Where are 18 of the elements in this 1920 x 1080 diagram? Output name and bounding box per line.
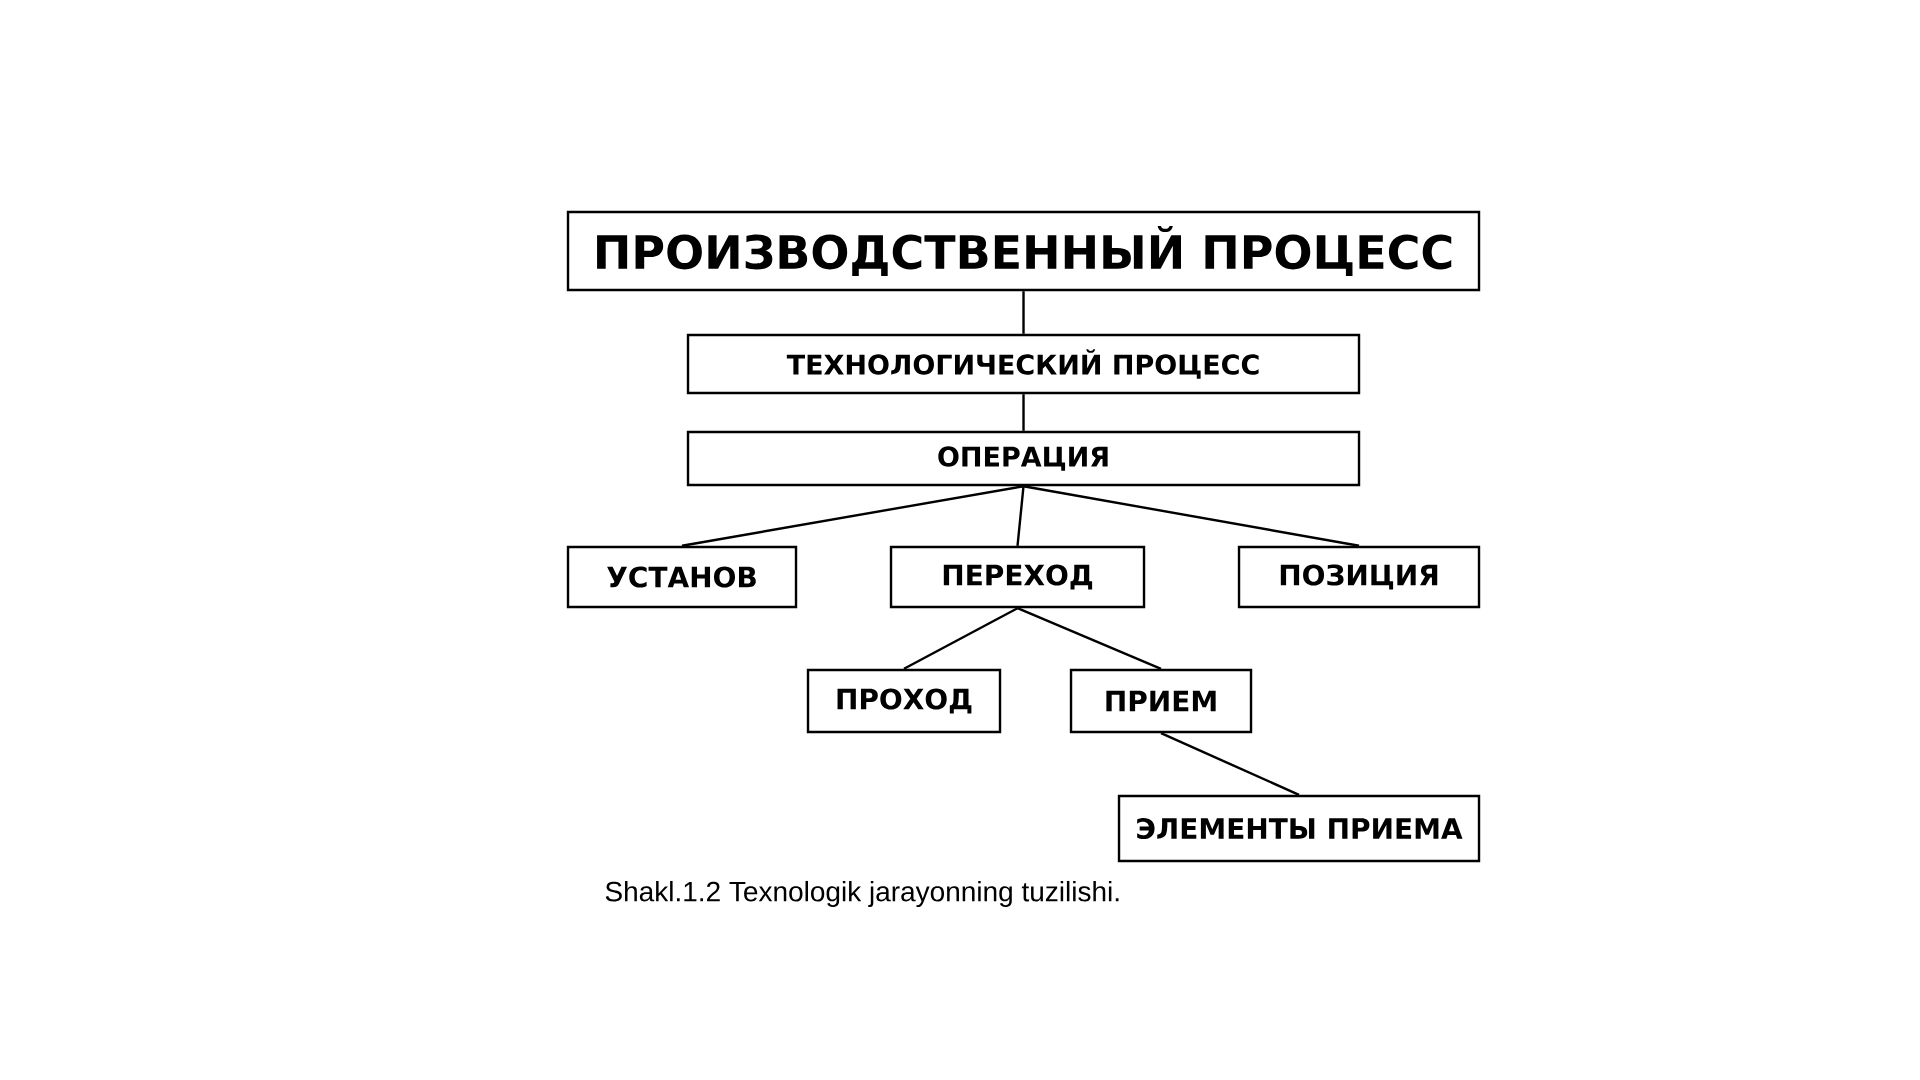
connector-line: [903, 607, 1019, 670]
process-box: ПРОХОД: [806, 668, 1002, 734]
process-box: УСТАНОВ: [566, 545, 798, 609]
connector-line: [1160, 732, 1300, 796]
process-box: ПРОИЗВОДСТВЕННЫЙ ПРОЦЕСС: [566, 210, 1481, 292]
figure-caption: Shakl.1.2 Texnologik jarayonning tuzilishi.: [605, 880, 1119, 908]
connector-line: [1016, 486, 1025, 546]
connector-line: [1022, 394, 1025, 431]
connector-line: [1023, 485, 1360, 547]
process-box: ТЕХНОЛОГИЧЕСКИЙ ПРОЦЕСС: [686, 333, 1361, 395]
process-box: ПРИЕМ: [1069, 668, 1253, 734]
process-box: ОПЕРАЦИЯ: [686, 430, 1361, 487]
process-box: ПЕРЕХОД: [889, 545, 1146, 609]
connector-line: [1022, 291, 1025, 334]
process-box: ЭЛЕМЕНТЫ ПРИЕМА: [1117, 794, 1481, 863]
process-box: ПОЗИЦИЯ: [1237, 545, 1481, 609]
connector-line: [1017, 607, 1162, 670]
connector-line: [681, 485, 1024, 547]
